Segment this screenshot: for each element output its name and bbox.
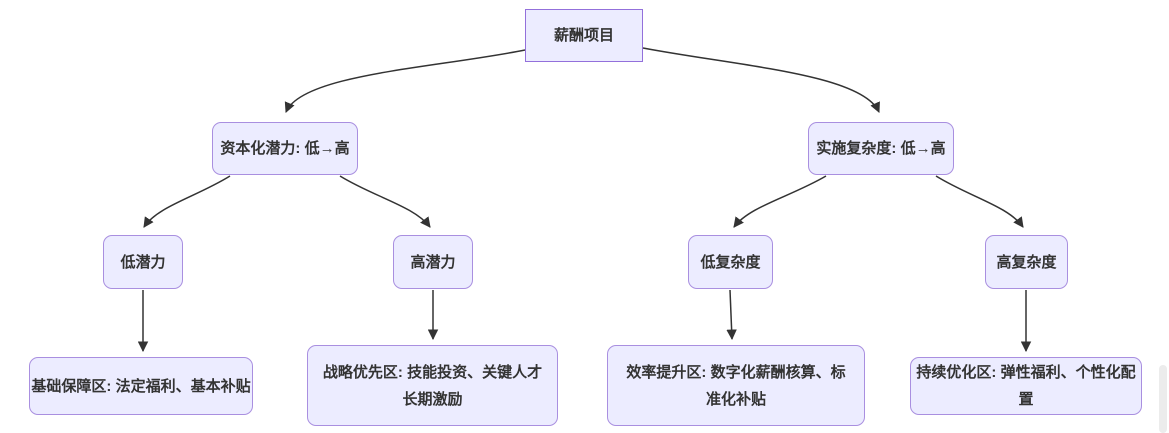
edge-complexity-to-low-complexity [733, 175, 827, 228]
node-complexity-axis-label: 实施复杂度: 低→高 [816, 140, 946, 157]
node-low-potential-label: 低潜力 [120, 253, 166, 271]
edge-low-complexity-to-efficiency-zone [726, 289, 737, 341]
node-root: 薪酬项目 [525, 9, 643, 62]
node-high-complexity: 高复杂度 [985, 235, 1068, 289]
node-complexity-axis: 实施复杂度: 低→高 [808, 122, 954, 175]
node-strategic-zone-label: 战略优先区: 技能投资、关键人才长期激励 [322, 363, 543, 408]
node-low-complexity: 低复杂度 [688, 235, 773, 289]
node-low-complexity-label: 低复杂度 [700, 253, 761, 271]
node-root-label: 薪酬项目 [553, 27, 614, 44]
edge-root-to-complexity-axis [642, 47, 880, 113]
node-continuous-zone-label: 持续优化区: 弹性福利、个性化配置 [916, 364, 1136, 408]
node-basic-zone: 基础保障区: 法定福利、基本补贴 [29, 357, 253, 415]
node-capital-axis: 资本化潜力: 低→高 [212, 122, 358, 175]
node-strategic-zone: 战略优先区: 技能投资、关键人才长期激励 [307, 345, 558, 426]
edge-capital-to-low-potential [143, 175, 231, 228]
node-efficiency-zone-label: 效率提升区: 数字化薪酬核算、标准化补贴 [626, 363, 846, 408]
node-efficiency-zone: 效率提升区: 数字化薪酬核算、标准化补贴 [607, 345, 865, 426]
edge-capital-to-high-potential [339, 175, 431, 228]
node-high-complexity-label: 高复杂度 [996, 253, 1057, 271]
edge-root-to-capital-axis [284, 49, 526, 113]
node-capital-axis-label: 资本化潜力: 低→高 [220, 140, 350, 157]
scrollbar-thumb[interactable] [1159, 365, 1167, 433]
node-high-potential-label: 高潜力 [410, 253, 456, 271]
edge-complexity-to-high-complexity [935, 175, 1024, 228]
node-high-potential: 高潜力 [393, 235, 473, 289]
node-low-potential: 低潜力 [103, 235, 183, 289]
node-continuous-zone: 持续优化区: 弹性福利、个性化配置 [910, 357, 1142, 415]
node-basic-zone-label: 基础保障区: 法定福利、基本补贴 [31, 377, 251, 395]
